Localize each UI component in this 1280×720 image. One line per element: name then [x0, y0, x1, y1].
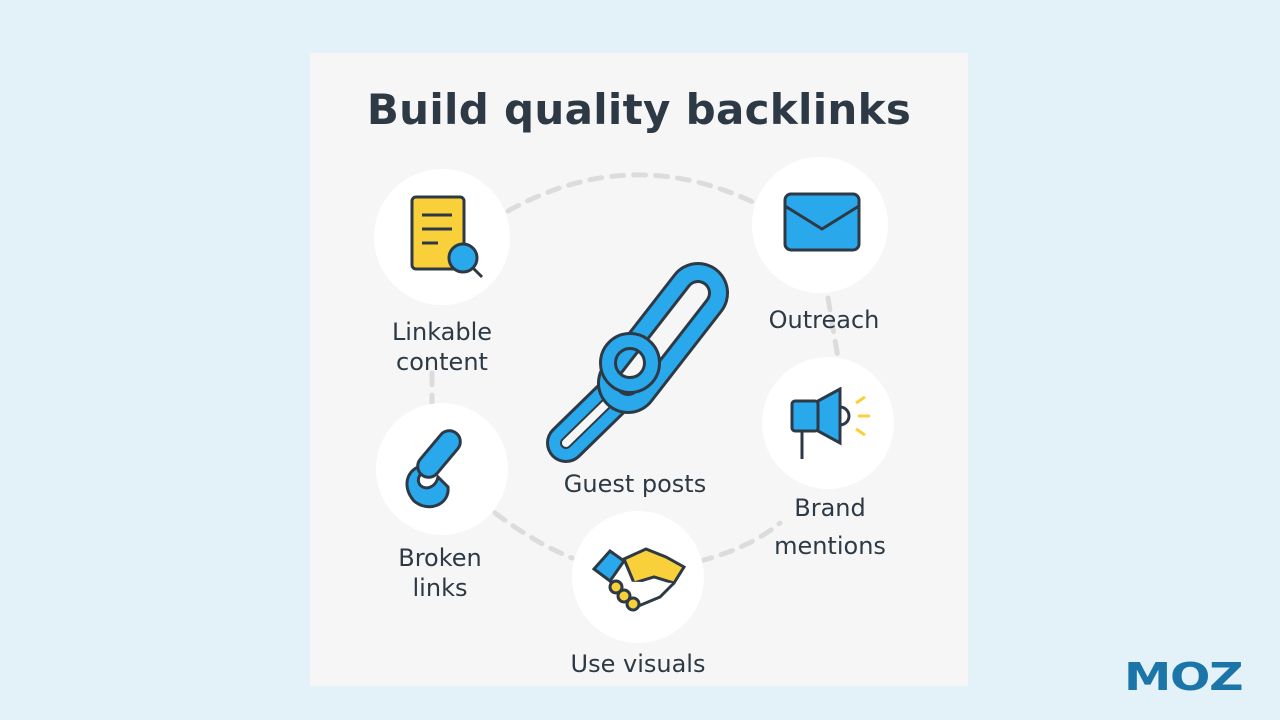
guest-posts-label: Guest posts — [563, 470, 707, 498]
page-title: Build quality backlinks — [366, 85, 912, 134]
infographic-card: Build quality backlinks Linkable content… — [310, 53, 968, 686]
outreach-label: Outreach — [768, 306, 880, 334]
dashed-connector — [429, 172, 841, 564]
megaphone-icon — [790, 387, 870, 459]
moz-logo: MOZ — [1124, 655, 1244, 699]
linkable-content-label: Linkable content — [362, 317, 522, 377]
label-line: mentions — [774, 532, 886, 560]
handshake-icon — [591, 547, 687, 612]
chain-link-icon — [546, 262, 729, 463]
envelope-icon — [783, 192, 861, 252]
broken-link-icon — [405, 429, 462, 509]
use-visuals-label: Use visuals — [570, 650, 706, 678]
brand-mentions-label: Brand mentions — [758, 489, 902, 565]
label-line: Linkable — [391, 318, 493, 346]
label-line: links — [412, 574, 468, 602]
label-line: Broken — [398, 544, 482, 572]
label-line: Brand — [794, 494, 866, 522]
broken-links-label: Broken links — [370, 543, 510, 603]
document-search-icon — [410, 195, 484, 279]
label-line: content — [396, 348, 488, 376]
